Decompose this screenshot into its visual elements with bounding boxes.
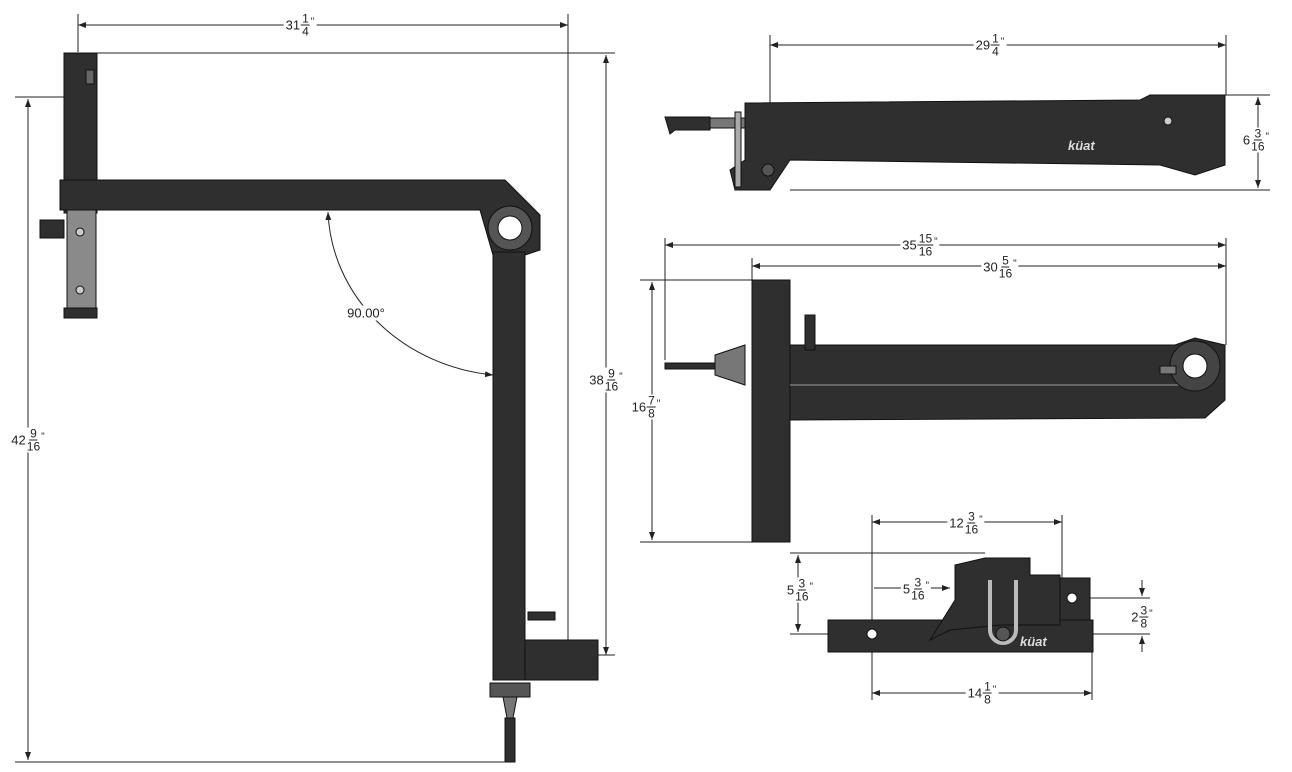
dim-den: 8 bbox=[984, 692, 991, 707]
dim-num: 9 bbox=[29, 426, 38, 441]
top-view-rack: küat bbox=[664, 94, 1226, 191]
dim-unit: " bbox=[979, 514, 983, 526]
dim-num: 1 bbox=[301, 11, 310, 26]
dim-unit: " bbox=[41, 431, 45, 443]
hitch-view: küat bbox=[827, 557, 1094, 653]
dim-unit: " bbox=[1013, 258, 1017, 270]
dim-whole: 6 bbox=[1242, 132, 1251, 148]
dim-den: 16 bbox=[918, 244, 933, 259]
dim-whole: 12 bbox=[949, 515, 964, 531]
dim-whole: 5 bbox=[902, 581, 911, 597]
dim-den: 16 bbox=[604, 379, 619, 394]
dim-unit: " bbox=[656, 398, 661, 410]
dim-unit: " bbox=[1000, 36, 1005, 48]
dim-den: 16 bbox=[911, 588, 925, 603]
dim-unit: " bbox=[1265, 131, 1270, 143]
dim-whole: 31 bbox=[285, 17, 301, 33]
dim-num: 1 bbox=[983, 679, 992, 694]
dim-num: 7 bbox=[647, 393, 656, 408]
dim-num: 9 bbox=[607, 366, 616, 381]
dim-den: 8 bbox=[648, 406, 655, 421]
front-view-rack bbox=[664, 279, 1226, 543]
dim-den: 16 bbox=[795, 589, 809, 604]
dim-num: 3 bbox=[913, 575, 923, 590]
dim-unit: " bbox=[619, 371, 623, 383]
dim-den: 16 bbox=[1251, 139, 1265, 154]
dim-den: 16 bbox=[998, 266, 1013, 281]
dim-unit: " bbox=[934, 236, 938, 248]
dim-whole: 16 bbox=[631, 399, 647, 415]
dim-unit: " bbox=[310, 16, 315, 28]
dim-num: 5 bbox=[1001, 253, 1010, 268]
kuat-logo-top: küat bbox=[1068, 138, 1095, 153]
dim-num: 3 bbox=[1139, 603, 1149, 618]
dim-whole: 42 bbox=[11, 432, 26, 448]
dim-unit: " bbox=[925, 580, 930, 592]
dim-num: 3 bbox=[1253, 126, 1263, 141]
dim-whole: 38 bbox=[589, 372, 604, 388]
dim-num: 1 bbox=[991, 31, 1000, 46]
angle-label: 90.00° bbox=[347, 305, 385, 321]
dim-unit: " bbox=[992, 684, 997, 696]
dim-whole: 5 bbox=[786, 582, 795, 598]
dim-den: 4 bbox=[992, 44, 999, 59]
dim-whole: 14 bbox=[967, 685, 983, 701]
dim-unit: " bbox=[809, 581, 814, 593]
dim-whole: 35 bbox=[902, 237, 917, 253]
dim-den: 16 bbox=[26, 439, 41, 454]
side-view-rack bbox=[39, 52, 599, 763]
dim-whole: 29 bbox=[975, 37, 991, 53]
dim-whole: 30 bbox=[983, 259, 998, 275]
dim-num: 15 bbox=[917, 231, 934, 246]
dim-den: 8 bbox=[1140, 616, 1148, 631]
dim-num: 3 bbox=[967, 509, 976, 524]
kuat-logo-hitch: küat bbox=[1020, 634, 1047, 649]
dim-den: 4 bbox=[302, 24, 309, 39]
dim-num: 3 bbox=[797, 576, 807, 591]
dim-den: 16 bbox=[964, 522, 979, 537]
dim-whole: 2 bbox=[1131, 609, 1139, 625]
dim-unit: " bbox=[1149, 608, 1153, 620]
